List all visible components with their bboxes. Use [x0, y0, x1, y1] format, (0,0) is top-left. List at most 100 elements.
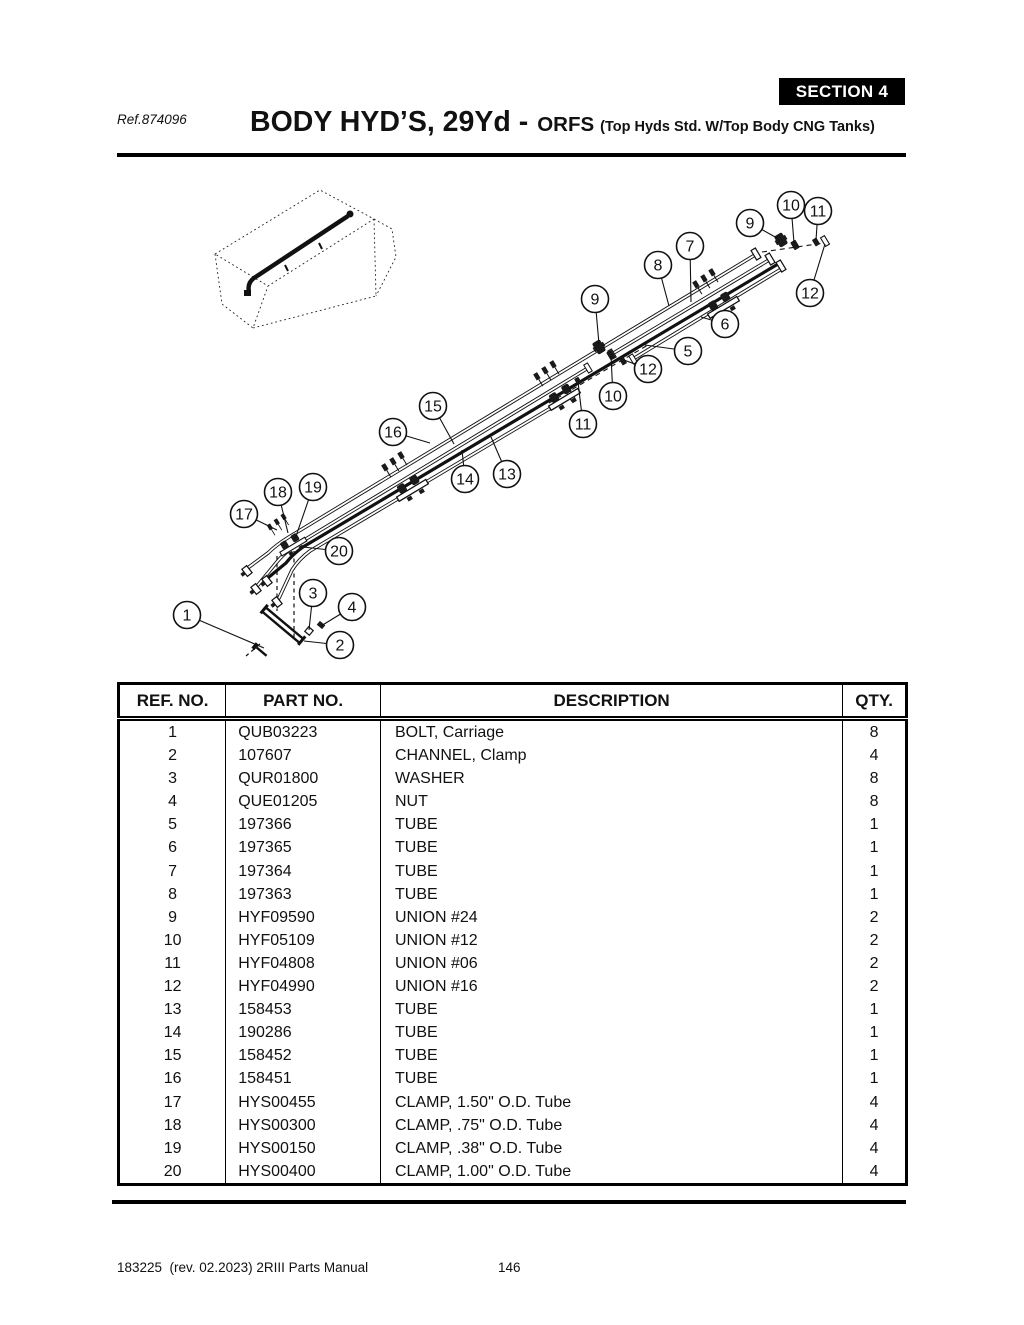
- cell-ref: 11: [164, 954, 181, 972]
- cell-desc: WASHER: [379, 767, 843, 791]
- cell-ref: 3: [168, 770, 178, 788]
- cell-part: 158451: [225, 1067, 381, 1091]
- cell-qty: 8: [842, 790, 907, 814]
- table-header-row: REF. NO. PART NO. DESCRIPTION QTY.: [118, 683, 907, 721]
- callout-9: 9: [580, 284, 610, 345]
- washer: [303, 625, 315, 637]
- callout-8: 8: [643, 250, 673, 307]
- cell-qty: 4: [842, 1090, 907, 1114]
- inset-tube-run: [244, 210, 354, 296]
- cell-ref: 5: [168, 816, 178, 834]
- callout-18: 18: [263, 477, 293, 534]
- cell-ref: 2: [168, 747, 178, 765]
- cell-part: QUE01205: [225, 790, 381, 814]
- cell-qty: 2: [842, 928, 907, 952]
- callout-20: 20: [302, 536, 354, 566]
- cell-desc: UNION #12: [379, 928, 843, 952]
- callout-5: 5: [644, 336, 703, 366]
- callout-15: 15: [418, 391, 455, 445]
- cell-qty: 2: [842, 905, 907, 929]
- nut: [316, 620, 326, 630]
- callout-12: 12: [623, 354, 663, 384]
- section-badge-label: SECTION 4: [795, 81, 889, 101]
- svg-text:1: 1: [183, 608, 192, 625]
- cell-qty: 1: [842, 859, 907, 883]
- callout-3: 3: [298, 578, 328, 631]
- svg-text:11: 11: [810, 204, 827, 221]
- svg-text:9: 9: [746, 216, 755, 233]
- ref-label: Ref.874096: [117, 112, 187, 127]
- cell-part: 197365: [225, 836, 381, 860]
- cell-desc: TUBE: [379, 1021, 843, 1045]
- svg-text:17: 17: [235, 507, 253, 524]
- col-header-desc: DESCRIPTION: [379, 683, 843, 721]
- callout-17: 17: [229, 499, 278, 531]
- svg-text:18: 18: [269, 485, 287, 502]
- callout-6: 6: [700, 309, 740, 339]
- callout-16: 16: [378, 417, 431, 447]
- cell-part: QUR01800: [225, 767, 381, 791]
- cell-ref: 10: [163, 931, 182, 949]
- cell-qty: 4: [842, 1136, 907, 1160]
- cell-part: 197363: [225, 882, 381, 906]
- footer-page-number: 146: [498, 1260, 521, 1275]
- inset-body-thumbnail: [214, 189, 397, 329]
- svg-text:8: 8: [654, 258, 663, 275]
- cell-desc: UNION #06: [379, 951, 843, 976]
- footer-rule: [112, 1200, 906, 1204]
- clamp-assemblies: [263, 264, 743, 561]
- col-header-ref: REF. NO.: [118, 683, 226, 721]
- callout-4: 4: [320, 592, 367, 627]
- callout-9: 9: [735, 208, 778, 239]
- header-rule: [117, 153, 906, 157]
- svg-text:19: 19: [304, 480, 322, 497]
- cell-desc: TUBE: [379, 882, 843, 906]
- svg-text:12: 12: [639, 362, 657, 379]
- cell-part: HYS00150: [225, 1136, 381, 1160]
- svg-text:2: 2: [336, 638, 345, 655]
- cell-part: 197366: [225, 813, 381, 837]
- callout-11: 11: [803, 196, 833, 241]
- footer-manual-info: 183225 (rev. 02.2023) 2RIII Parts Manual: [117, 1260, 369, 1275]
- cell-ref: 12: [163, 978, 182, 996]
- svg-text:3: 3: [309, 586, 318, 603]
- cell-qty: 8: [842, 767, 907, 791]
- cell-part: 107607: [225, 744, 381, 768]
- cell-desc: CLAMP, .75" O.D. Tube: [379, 1113, 843, 1137]
- cell-part: HYF04990: [225, 975, 381, 999]
- col-header-qty: QTY.: [842, 683, 907, 721]
- callout-11: 11: [568, 381, 598, 439]
- cell-ref: 14: [163, 1024, 182, 1042]
- cell-part: HYF09590: [225, 905, 381, 929]
- cell-desc: UNION #24: [379, 905, 843, 929]
- cell-desc: BOLT, Carriage: [379, 718, 843, 745]
- cell-part: HYF04808: [225, 951, 381, 976]
- cell-desc: TUBE: [379, 1044, 843, 1068]
- cell-ref: 6: [168, 839, 178, 857]
- channel-clamp: [259, 603, 307, 646]
- callout-7: 7: [675, 231, 705, 303]
- cell-desc: UNION #16: [379, 975, 843, 999]
- cell-qty: 1: [842, 813, 907, 837]
- cell-qty: 1: [842, 882, 907, 906]
- col-header-part: PART NO.: [225, 683, 381, 721]
- title-note: (Top Hyds Std. W/Top Body CNG Tanks): [600, 119, 875, 135]
- centerlines: [245, 242, 825, 657]
- cell-qty: 4: [842, 1159, 907, 1185]
- cell-desc: NUT: [379, 790, 843, 814]
- cell-ref: 9: [168, 908, 178, 926]
- svg-text:13: 13: [498, 467, 516, 484]
- cell-ref: 7: [168, 862, 178, 880]
- callout-12: 12: [795, 243, 826, 308]
- cell-part: HYS00455: [225, 1090, 381, 1114]
- cell-desc: TUBE: [379, 813, 843, 837]
